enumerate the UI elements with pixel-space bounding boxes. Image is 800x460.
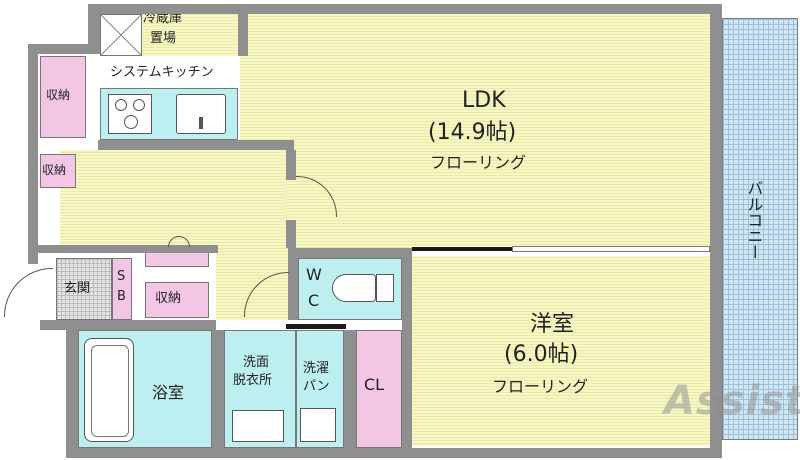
wall <box>710 4 722 450</box>
wall <box>88 4 722 14</box>
wall <box>40 320 216 330</box>
front-door-swing <box>4 268 53 317</box>
partition-line <box>412 247 512 251</box>
western-size-label: (6.0帖) <box>504 342 579 367</box>
partition-line <box>286 324 346 329</box>
assist-logo: Assist <box>664 378 800 424</box>
shoe-box-label-top: S <box>117 269 126 284</box>
storage-top <box>40 56 86 138</box>
entrance-area <box>56 258 112 320</box>
kitchen-label: システムキッチン <box>110 65 214 80</box>
bathtub-icon <box>84 338 134 442</box>
ldk-floor-label: フローリング <box>430 153 527 172</box>
stove-icon <box>108 94 152 134</box>
bath-label: 浴室 <box>152 383 185 402</box>
western-name-label: 洋室 <box>530 312 575 337</box>
washbasin-icon <box>232 410 284 442</box>
wall <box>402 248 412 450</box>
washroom-label-top: 洗面 <box>243 355 270 370</box>
western-floor-label: フローリング <box>492 377 589 396</box>
wall <box>66 320 78 450</box>
wall <box>66 448 722 458</box>
wall <box>238 14 248 56</box>
wall <box>286 220 296 248</box>
wall <box>212 330 224 450</box>
toilet-label-top: W <box>306 265 322 284</box>
toilet-tank-icon <box>376 274 394 302</box>
laundry-label-bottom: パン <box>303 379 330 394</box>
shoe-box <box>112 258 132 320</box>
ldk-size-label: (14.9帖) <box>428 120 517 145</box>
sink-icon <box>176 94 226 134</box>
wall <box>288 248 412 258</box>
storage-mid <box>40 154 76 188</box>
wall <box>98 140 294 150</box>
shoe-box-label-bottom: B <box>117 289 126 304</box>
wall <box>28 44 38 264</box>
closet-label: CL <box>364 375 385 394</box>
washroom-label-bottom: 脱衣所 <box>233 373 273 388</box>
closet <box>356 330 402 448</box>
wall <box>28 44 100 54</box>
wall <box>38 245 218 253</box>
sliding-door <box>512 246 710 252</box>
fridge-label-bottom: 置場 <box>150 31 177 46</box>
ldk-name-label: LDK <box>462 88 506 113</box>
storage-hall-label: 収納 <box>155 291 182 306</box>
wall <box>286 150 296 180</box>
laundry-label-top: 洗濯 <box>303 361 330 376</box>
balcony-label: バルコニー <box>744 180 764 260</box>
storage-mid-label: 収納 <box>42 163 67 177</box>
fridge-area <box>142 14 238 56</box>
wall <box>344 330 356 450</box>
storage-top-label: 収納 <box>46 88 71 102</box>
fridge-label-top: 冷蔵庫 <box>143 11 183 26</box>
wall <box>88 4 100 54</box>
laundry-pan-icon <box>300 408 336 442</box>
balcony-area <box>722 18 798 440</box>
storage-hall <box>145 282 209 318</box>
dining-area <box>60 150 286 245</box>
toilet-bowl-icon <box>332 274 376 302</box>
fridge-space <box>100 14 142 56</box>
toilet-label-bottom: C <box>308 291 320 310</box>
western-room-area <box>412 256 712 446</box>
entrance-label: 玄関 <box>64 281 91 296</box>
wall <box>288 258 298 320</box>
